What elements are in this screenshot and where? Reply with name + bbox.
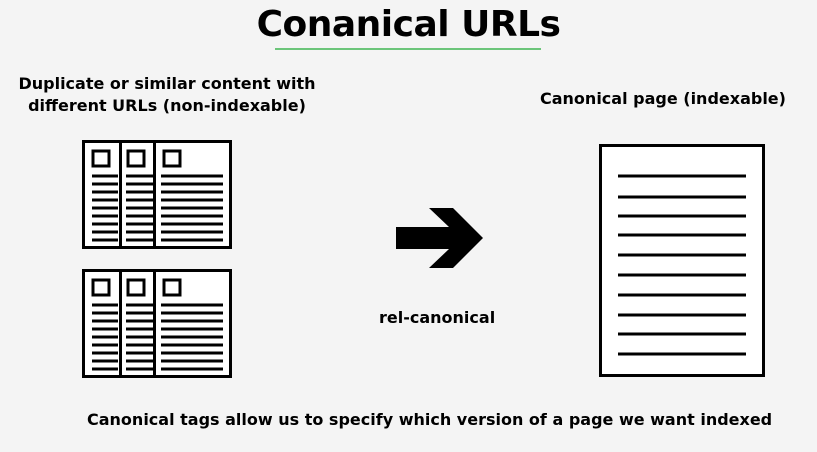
bottom-caption: Canonical tags allow us to specify which… [87,410,773,429]
diagram-title: Conanical URLs [256,4,561,45]
duplicate-pages-bottom-icon [82,269,232,378]
duplicate-content-label: Duplicate or similar content with differ… [17,73,317,117]
right-arrow-icon [396,208,483,268]
canonical-page-label: Canonical page (indexable) [540,89,786,108]
rel-canonical-label: rel-canonical [379,308,496,327]
duplicate-pages-top-icon [82,140,232,249]
title-underline [275,48,541,50]
canonical-page-icon [599,144,765,377]
duplicate-content-label-line2: different URLs (non-indexable) [28,96,306,115]
duplicate-content-label-line1: Duplicate or similar content with [18,74,316,93]
